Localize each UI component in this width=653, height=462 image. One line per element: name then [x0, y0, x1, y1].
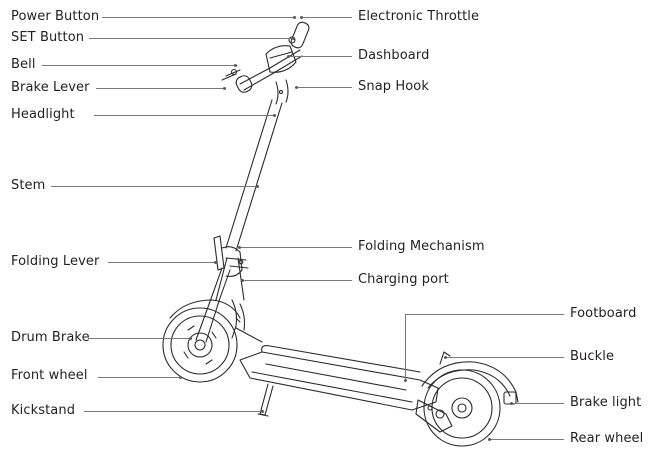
leader-set-button: [89, 38, 293, 39]
front-fork-drawing: [169, 267, 246, 343]
leader-front-wheel: [98, 377, 180, 378]
deck-drawing: [235, 327, 439, 411]
leader-point-brake-lever: [223, 87, 226, 90]
leader-point-brake-light: [510, 402, 513, 405]
label-power-button: Power Button: [11, 9, 100, 24]
label-kickstand: Kickstand: [11, 403, 76, 418]
label-footboard: Footboard: [570, 306, 637, 321]
label-charging-port: Charging port: [358, 272, 449, 287]
leader-charging-port: [243, 280, 352, 281]
leader-point-bell: [234, 64, 237, 67]
rear-wheel-drawing: [415, 351, 519, 447]
leader-dashboard: [289, 56, 352, 57]
leader-footboard-vertical: [405, 314, 406, 380]
leader-folding-mechanism: [240, 247, 352, 248]
leader-footboard: [406, 314, 564, 315]
leader-point-snap-hook: [295, 86, 298, 89]
leader-point-rear-wheel: [488, 438, 491, 441]
label-electronic-throttle: Electronic Throttle: [358, 9, 480, 24]
label-bell: Bell: [11, 57, 36, 72]
leader-point-footboard: [404, 379, 407, 382]
leader-buckle: [446, 357, 564, 358]
stem-drawing: [215, 99, 283, 301]
leader-point-stem: [256, 185, 259, 188]
leader-point-buckle: [444, 356, 447, 359]
leader-electronic-throttle: [302, 17, 352, 18]
leader-point-electronic-throttle: [300, 16, 303, 19]
leader-point-dashboard: [287, 55, 290, 58]
label-stem: Stem: [11, 178, 46, 193]
leader-stem: [51, 186, 257, 187]
leader-snap-hook: [297, 87, 352, 88]
leader-brake-light: [512, 403, 564, 404]
front-wheel-drawing: [162, 307, 238, 383]
leader-kickstand: [84, 411, 262, 412]
label-brake-light: Brake light: [570, 395, 642, 410]
label-brake-lever: Brake Lever: [11, 80, 90, 95]
leader-point-folding-mechanism: [238, 246, 241, 249]
label-front-wheel: Front wheel: [11, 368, 88, 383]
leader-headlight: [94, 115, 274, 116]
label-dashboard: Dashboard: [358, 48, 430, 63]
leader-brake-lever: [96, 88, 224, 89]
leader-point-kickstand: [261, 410, 264, 413]
leader-point-front-wheel: [179, 376, 182, 379]
leader-point-headlight: [273, 114, 276, 117]
leader-drum-brake: [88, 338, 190, 339]
leader-point-drum-brake: [189, 337, 192, 340]
label-buckle: Buckle: [570, 349, 615, 364]
leader-point-folding-lever: [214, 261, 217, 264]
leader-power-button: [102, 17, 294, 18]
leader-point-charging-port: [241, 279, 244, 282]
label-set-button: SET Button: [11, 30, 85, 45]
label-rear-wheel: Rear wheel: [570, 431, 644, 446]
leader-rear-wheel: [490, 439, 564, 440]
folding-mechanism-drawing: [213, 235, 249, 277]
kickstand-drawing: [257, 383, 274, 417]
label-headlight: Headlight: [11, 107, 75, 122]
label-snap-hook: Snap Hook: [358, 79, 429, 94]
label-drum-brake: Drum Brake: [11, 330, 90, 345]
leader-bell: [42, 65, 235, 66]
handlebar-drawing: [221, 21, 310, 105]
leader-point-set-button: [292, 37, 295, 40]
label-folding-lever: Folding Lever: [11, 254, 100, 269]
leader-folding-lever: [108, 262, 215, 263]
label-folding-mechanism: Folding Mechanism: [358, 239, 485, 254]
leader-point-power-button: [293, 16, 296, 19]
